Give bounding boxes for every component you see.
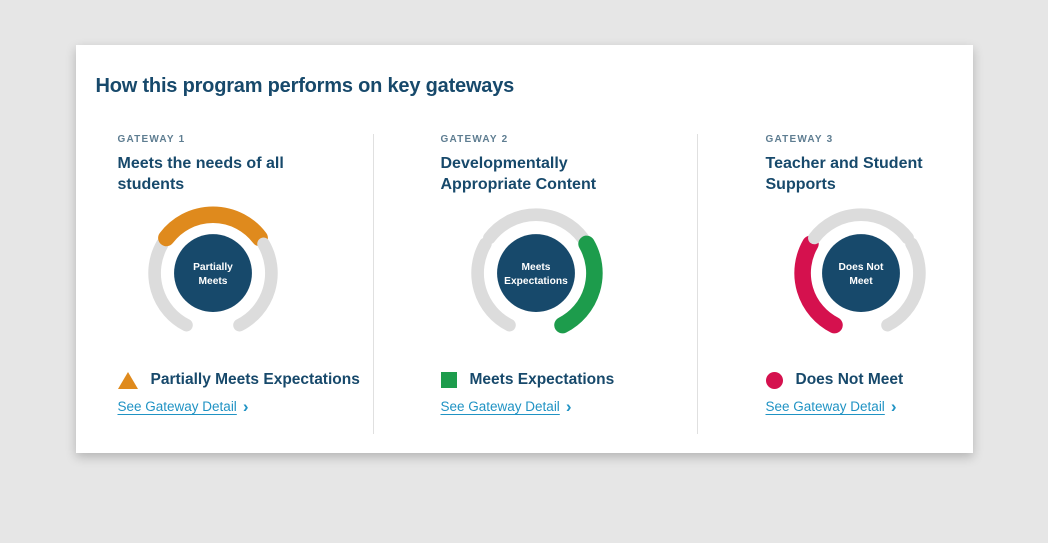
- gateway-columns: GATEWAY 1 Meets the needs of all student…: [96, 134, 953, 434]
- gateway-3-rating: Does Not Meet: [765, 371, 953, 389]
- see-gateway-1-detail-link[interactable]: See Gateway Detail ›: [117, 397, 249, 416]
- see-gateway-2-detail-link[interactable]: See Gateway Detail ›: [440, 397, 572, 416]
- chevron-right-icon: ›: [242, 397, 249, 416]
- svg-text:Meets: Meets: [198, 276, 227, 287]
- gateway-1-column: GATEWAY 1 Meets the needs of all student…: [96, 134, 374, 434]
- triangle-icon: [117, 371, 138, 389]
- gateway-3-title: Teacher and Student Supports: [765, 155, 923, 193]
- gateway-3-gauge: Does Not Meet: [793, 208, 926, 334]
- gateway-2-gauge: Meets Expectations: [470, 208, 603, 334]
- gateway-1-rating: Partially Meets Expectations: [117, 371, 373, 389]
- gateway-2-column: GATEWAY 2 Developmentally Appropriate Co…: [374, 134, 698, 434]
- page-title: How this program performs on key gateway…: [95, 75, 515, 97]
- gateway-3-column: GATEWAY 3 Teacher and Student Supports D…: [698, 134, 953, 434]
- chevron-right-icon: ›: [565, 397, 572, 416]
- svg-text:Partially: Partially: [193, 262, 233, 273]
- gateway-1-eyebrow: GATEWAY 1: [117, 134, 186, 145]
- see-gateway-3-detail-link[interactable]: See Gateway Detail ›: [765, 397, 897, 416]
- gateway-2-rating: Meets Expectations: [440, 371, 697, 389]
- gauge-center-circle: [821, 234, 900, 313]
- svg-text:Meets: Meets: [521, 262, 550, 273]
- chevron-right-icon: ›: [890, 397, 897, 416]
- rating-label: Does Not Meet: [795, 371, 904, 388]
- gateway-2-title: Developmentally Appropriate Content: [440, 155, 597, 193]
- gateway-3-eyebrow: GATEWAY 3: [765, 134, 834, 145]
- gauge-center-circle: [173, 234, 252, 313]
- svg-text:Expectations: Expectations: [504, 276, 568, 287]
- rating-label: Partially Meets Expectations: [150, 371, 360, 388]
- svg-text:Meet: Meet: [849, 276, 873, 287]
- gauge-center-circle: [496, 234, 575, 313]
- gateway-1-gauge: Partially Meets: [147, 206, 278, 332]
- program-gateways-card: How this program performs on key gateway…: [75, 45, 973, 453]
- square-icon: [440, 372, 457, 388]
- gateway-2-eyebrow: GATEWAY 2: [440, 134, 509, 145]
- circle-icon: [765, 371, 783, 389]
- svg-text:Does Not: Does Not: [838, 262, 883, 273]
- rating-label: Meets Expectations: [469, 371, 615, 388]
- gateway-1-title: Meets the needs of all students: [117, 155, 284, 193]
